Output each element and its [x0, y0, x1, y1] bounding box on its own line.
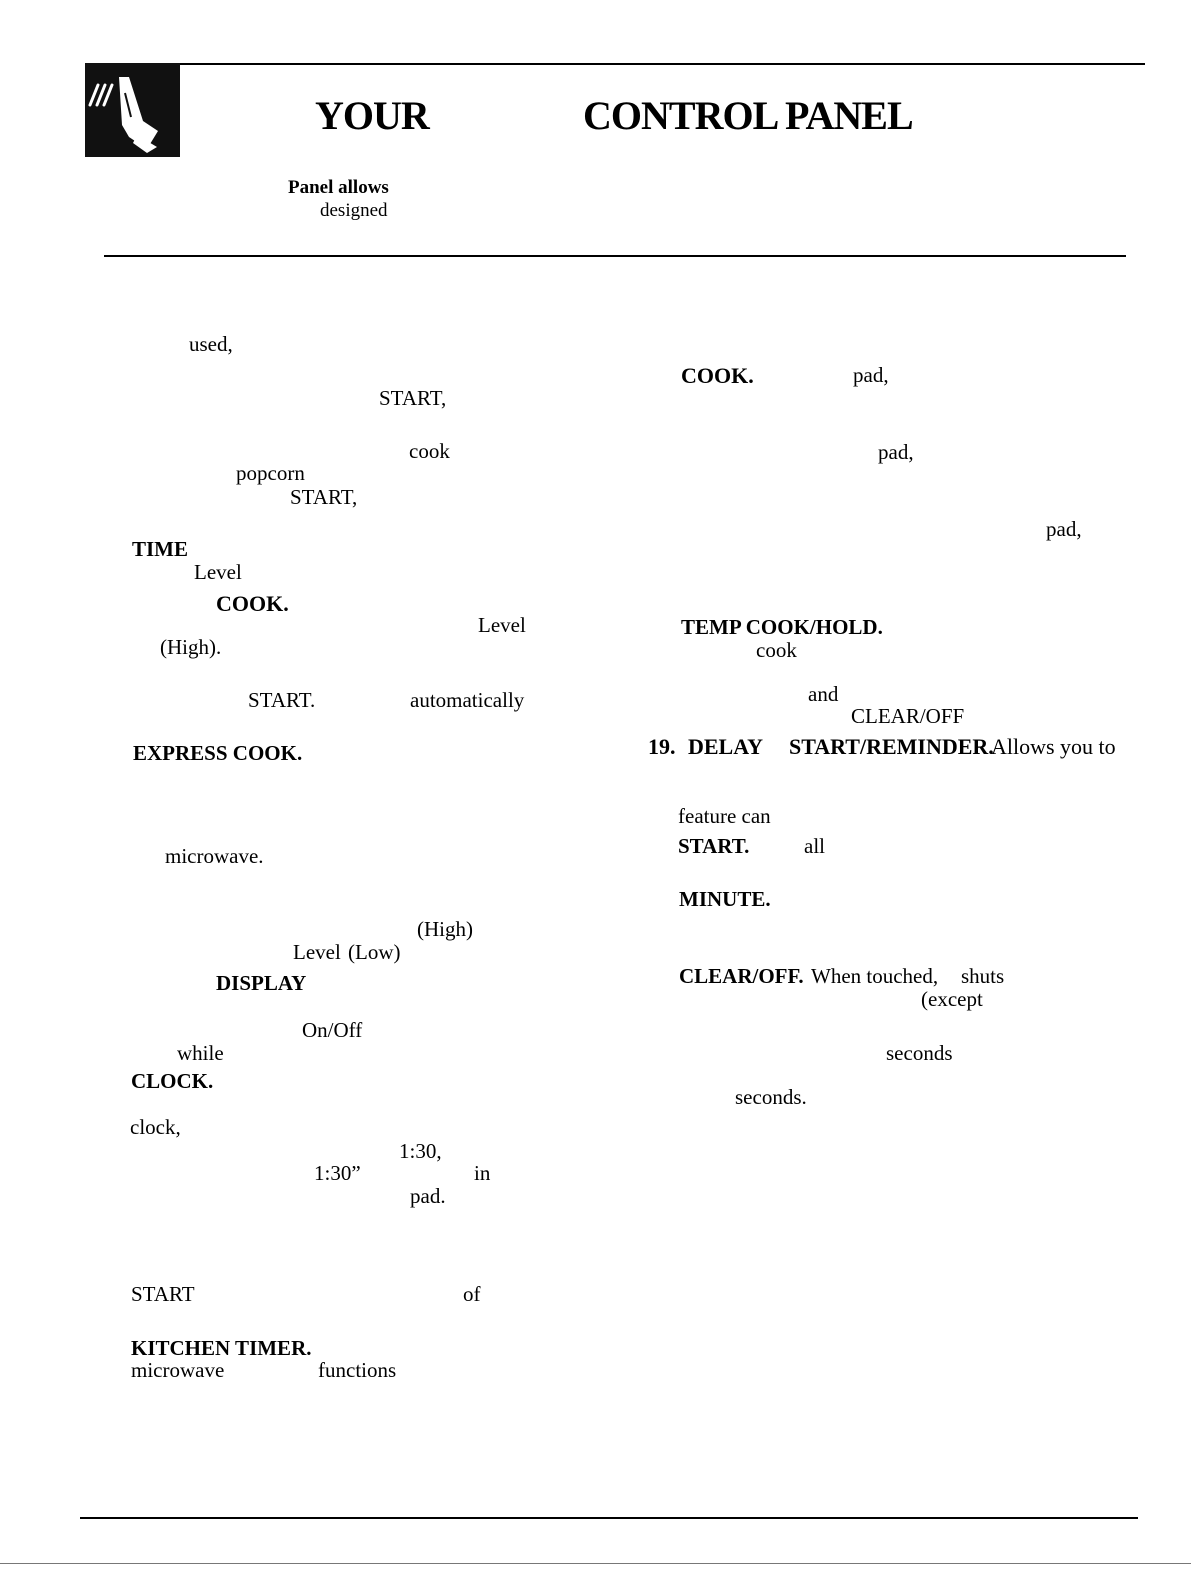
intro-line-1: Panel allows	[288, 177, 389, 198]
footer-rule	[80, 1517, 1138, 1519]
left-word: while	[177, 1041, 224, 1065]
page-bottom-edge	[0, 1563, 1191, 1564]
left-word: pad.	[410, 1184, 446, 1208]
left-word: 1:30”	[314, 1161, 361, 1185]
page-title-left: YOUR	[315, 93, 430, 138]
left-word: Level	[478, 613, 526, 637]
left-word: Level	[194, 560, 242, 584]
top-rule	[178, 63, 1145, 65]
left-word: in	[474, 1161, 491, 1185]
right-heading: CLEAR/OFF.	[679, 964, 804, 988]
left-word: (High)	[417, 917, 473, 941]
left-word: START.	[248, 688, 316, 712]
left-heading: EXPRESS COOK.	[133, 741, 303, 765]
left-word: START,	[379, 386, 447, 410]
right-word: Allows you to	[991, 734, 1116, 759]
left-word: clock,	[130, 1115, 181, 1139]
left-word: cook	[409, 439, 450, 463]
left-heading: CLOCK.	[131, 1069, 214, 1093]
right-word: (except	[921, 987, 983, 1011]
right-word: CLEAR/OFF	[851, 704, 965, 728]
right-heading: START.	[678, 834, 750, 858]
left-word: (High).	[160, 635, 222, 659]
right-word: and	[808, 682, 839, 706]
right-heading: COOK.	[681, 363, 754, 388]
right-heading: TEMP COOK/HOLD.	[681, 615, 883, 639]
left-heading: DISPLAY	[216, 971, 307, 995]
left-word: microwave	[131, 1358, 225, 1382]
right-word: cook	[756, 638, 797, 662]
right-word: pad,	[1046, 517, 1082, 541]
intro-line-2: designed	[320, 200, 388, 221]
left-heading: KITCHEN TIMER.	[131, 1336, 312, 1360]
section-logo	[85, 63, 180, 157]
right-word: seconds	[886, 1041, 953, 1065]
left-word: used,	[189, 332, 233, 356]
left-heading: COOK.	[216, 591, 289, 616]
right-word: shuts	[961, 964, 1005, 988]
left-word: START	[131, 1282, 195, 1306]
hand-pressing-pad-icon	[88, 77, 158, 153]
left-word: 1:30,	[399, 1139, 442, 1163]
right-heading: MINUTE.	[679, 887, 771, 911]
item-number-19: 19.	[648, 734, 676, 759]
left-word: automatically	[410, 688, 525, 712]
right-word: When touched,	[811, 964, 939, 988]
left-word: Level	[293, 940, 341, 964]
left-heading: TIME	[132, 537, 189, 561]
right-word: pad,	[853, 363, 889, 387]
left-word: START,	[290, 485, 358, 509]
right-word: pad,	[878, 440, 914, 464]
header-divider	[104, 255, 1126, 257]
left-word: popcorn	[236, 461, 305, 485]
right-word: all	[804, 834, 825, 858]
right-heading: START/REMINDER.	[789, 734, 994, 759]
right-word: feature can	[678, 804, 771, 828]
page-title-right: CONTROL PANEL	[583, 93, 914, 138]
left-word: (Low)	[348, 940, 401, 964]
right-heading: DELAY	[688, 734, 763, 759]
left-word: functions	[318, 1358, 397, 1382]
left-word: microwave.	[165, 844, 264, 868]
right-word: seconds.	[735, 1085, 807, 1109]
left-word: On/Off	[302, 1018, 363, 1042]
left-word: of	[463, 1282, 481, 1306]
